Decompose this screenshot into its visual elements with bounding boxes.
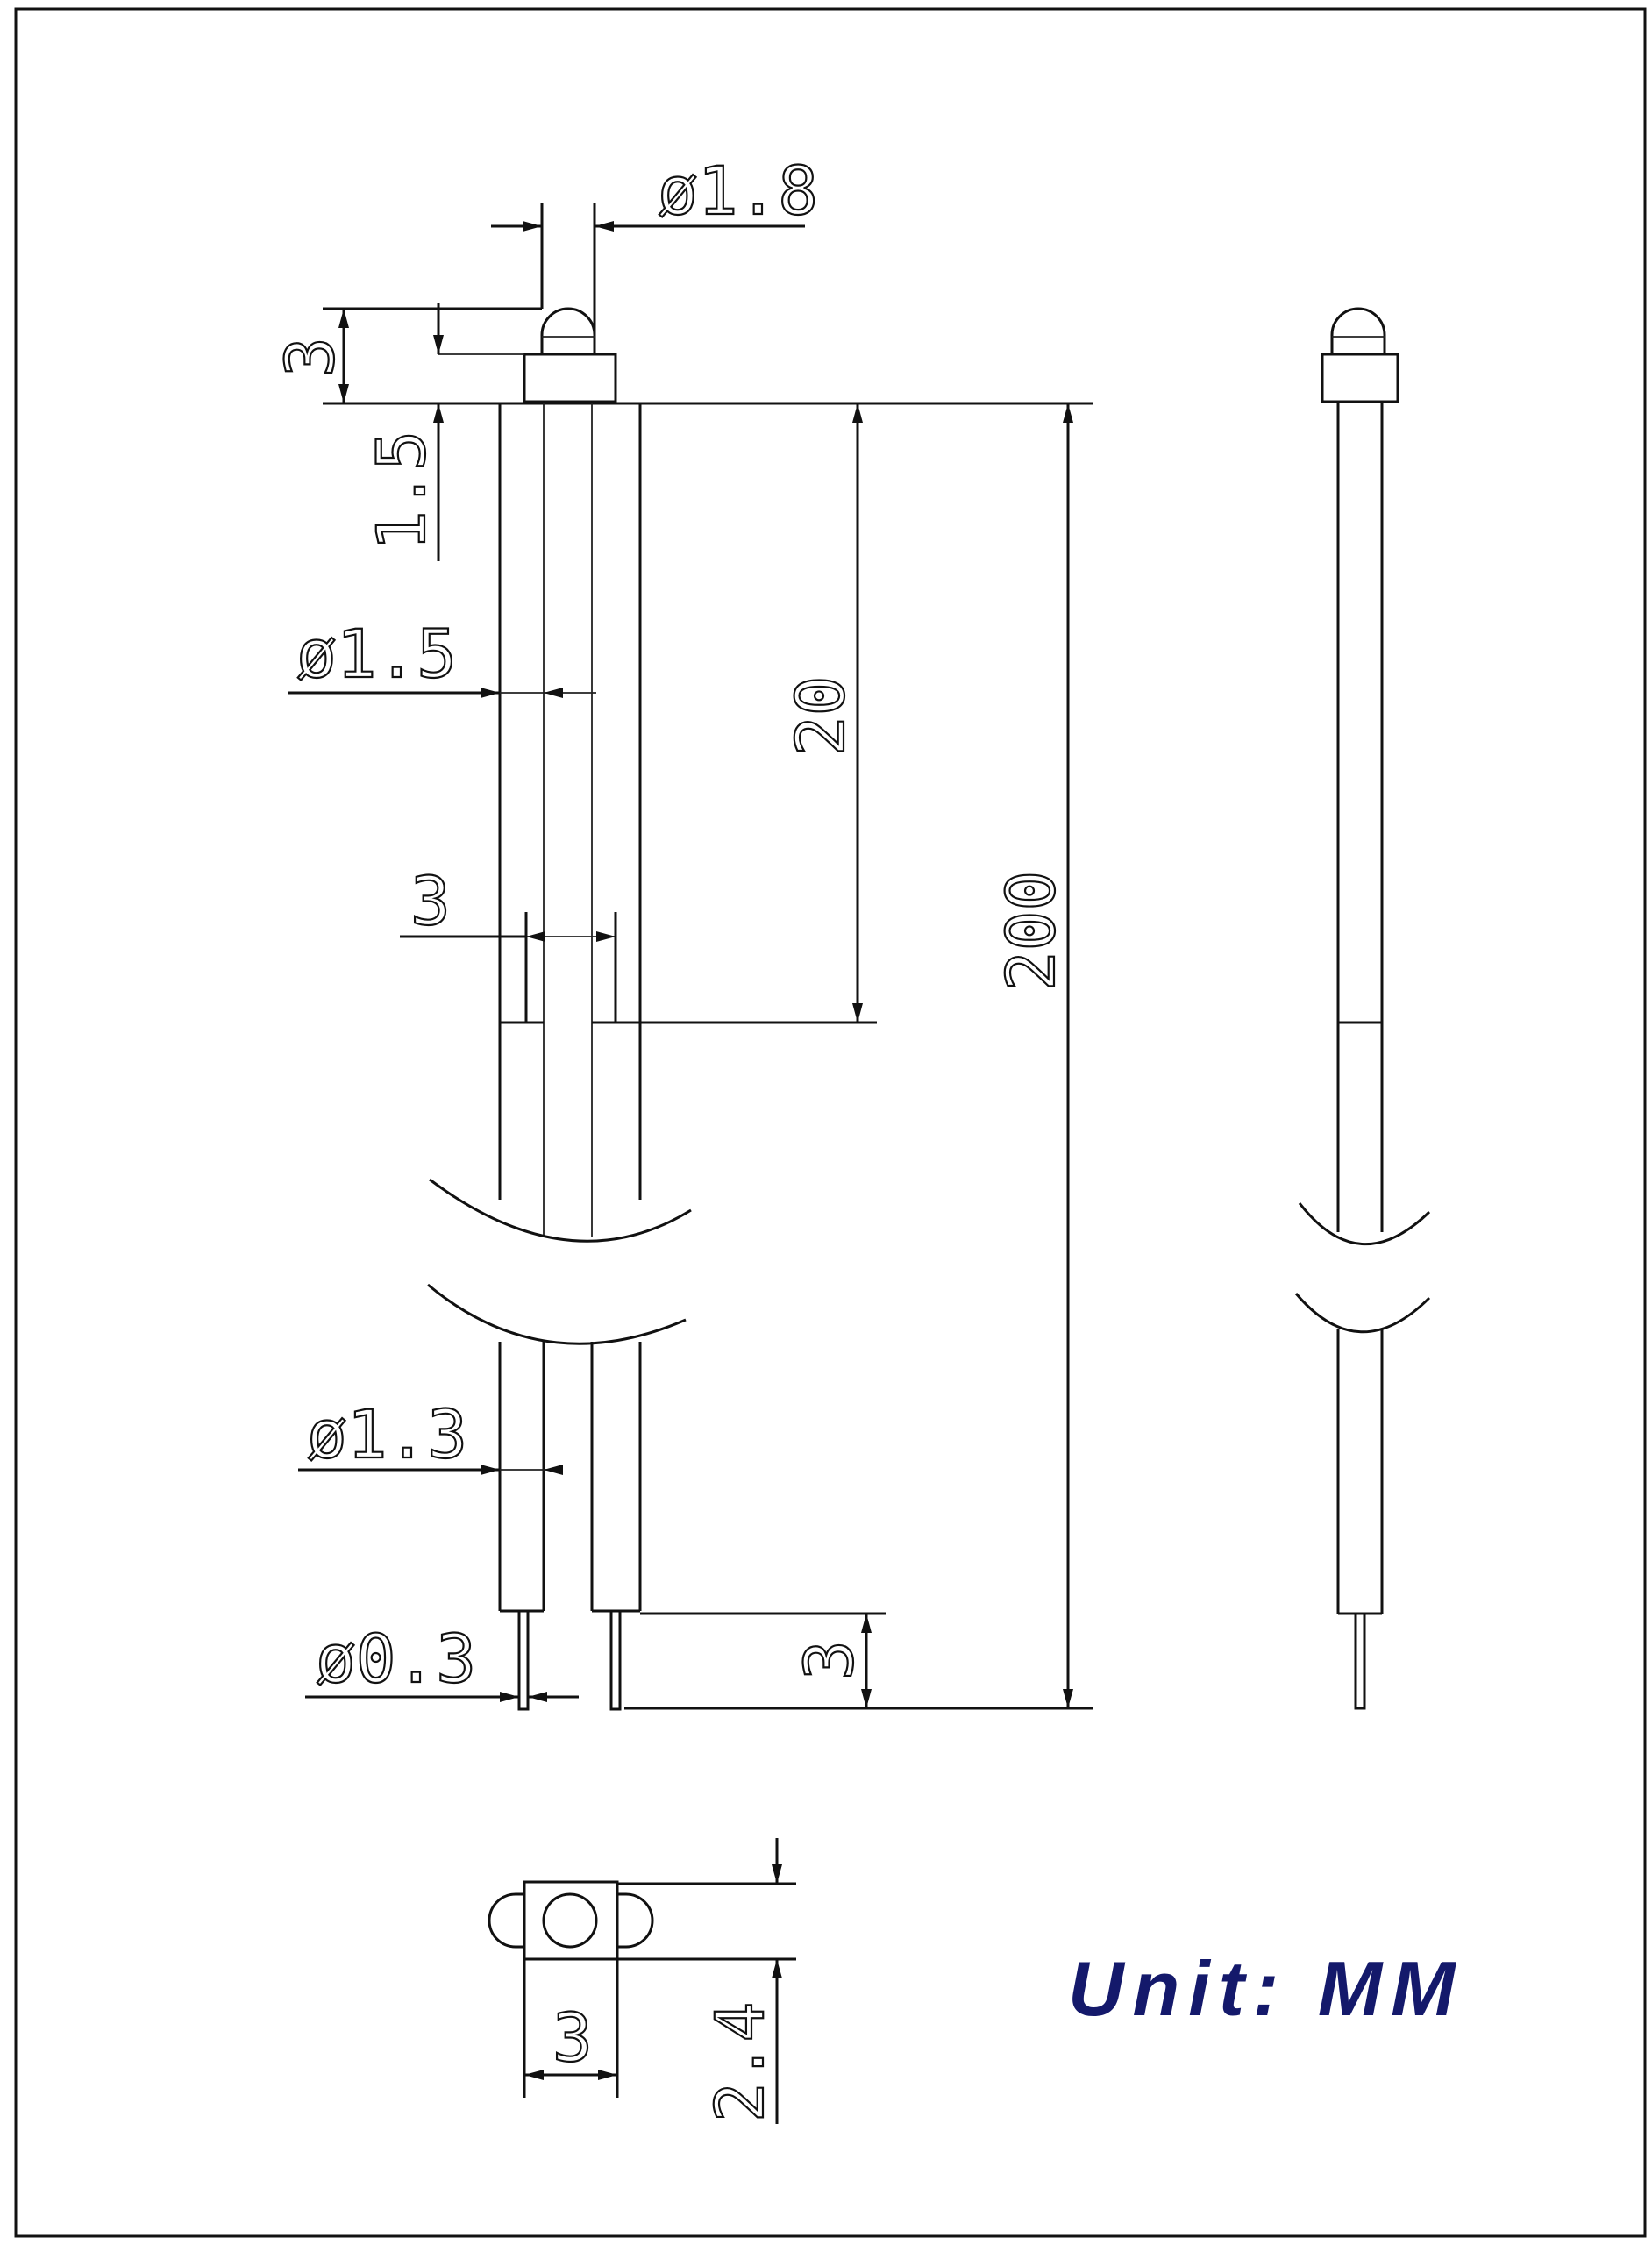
- label-base-depth: 2.4: [701, 2002, 779, 2122]
- label-head-diameter: ø1.8: [658, 152, 818, 230]
- label-pin-diameter: ø0.3: [316, 1620, 476, 1698]
- label-tube-diameter: ø1.5: [296, 615, 457, 693]
- front-head-block: [523, 353, 617, 403]
- label-head-offset: 1.5: [362, 431, 440, 551]
- label-tube-length: 20: [781, 675, 859, 756]
- front-dome: [540, 307, 596, 356]
- dimension-lines: [288, 203, 1093, 2124]
- side-break-arc-top: [1298, 1202, 1431, 1246]
- side-break-arc-bottom: [1294, 1293, 1431, 1334]
- unit-label: Unit: MM: [1068, 1945, 1463, 2032]
- label-overall-length: 200: [992, 871, 1070, 991]
- drawing-border: [14, 7, 1647, 2238]
- front-break-arc-top: [429, 1178, 692, 1243]
- side-pin: [1354, 1612, 1366, 1710]
- dimension-labels: ø1.8 3 1.5 ø1.5 3 20 200 ø1.3 ø0.3 3 3 2…: [270, 151, 1071, 2123]
- front-pin-right: [609, 1609, 622, 1711]
- front-view: [427, 307, 692, 1711]
- bottom-base-rect: [523, 1880, 619, 1961]
- front-break-arc-bottom: [427, 1283, 687, 1345]
- label-lead-spacing: 3: [410, 862, 451, 940]
- side-head-block: [1321, 353, 1399, 403]
- label-pin-length: 3: [790, 1640, 868, 1680]
- label-wire-diameter: ø1.3: [307, 1395, 467, 1473]
- label-base-width: 3: [552, 1999, 593, 2077]
- bottom-center-circle: [542, 1892, 598, 1949]
- label-head-height: 3: [271, 337, 349, 377]
- side-view: [1294, 307, 1431, 1710]
- front-pin-left: [517, 1609, 530, 1711]
- side-dome: [1330, 307, 1386, 356]
- bottom-view: [488, 1880, 654, 1961]
